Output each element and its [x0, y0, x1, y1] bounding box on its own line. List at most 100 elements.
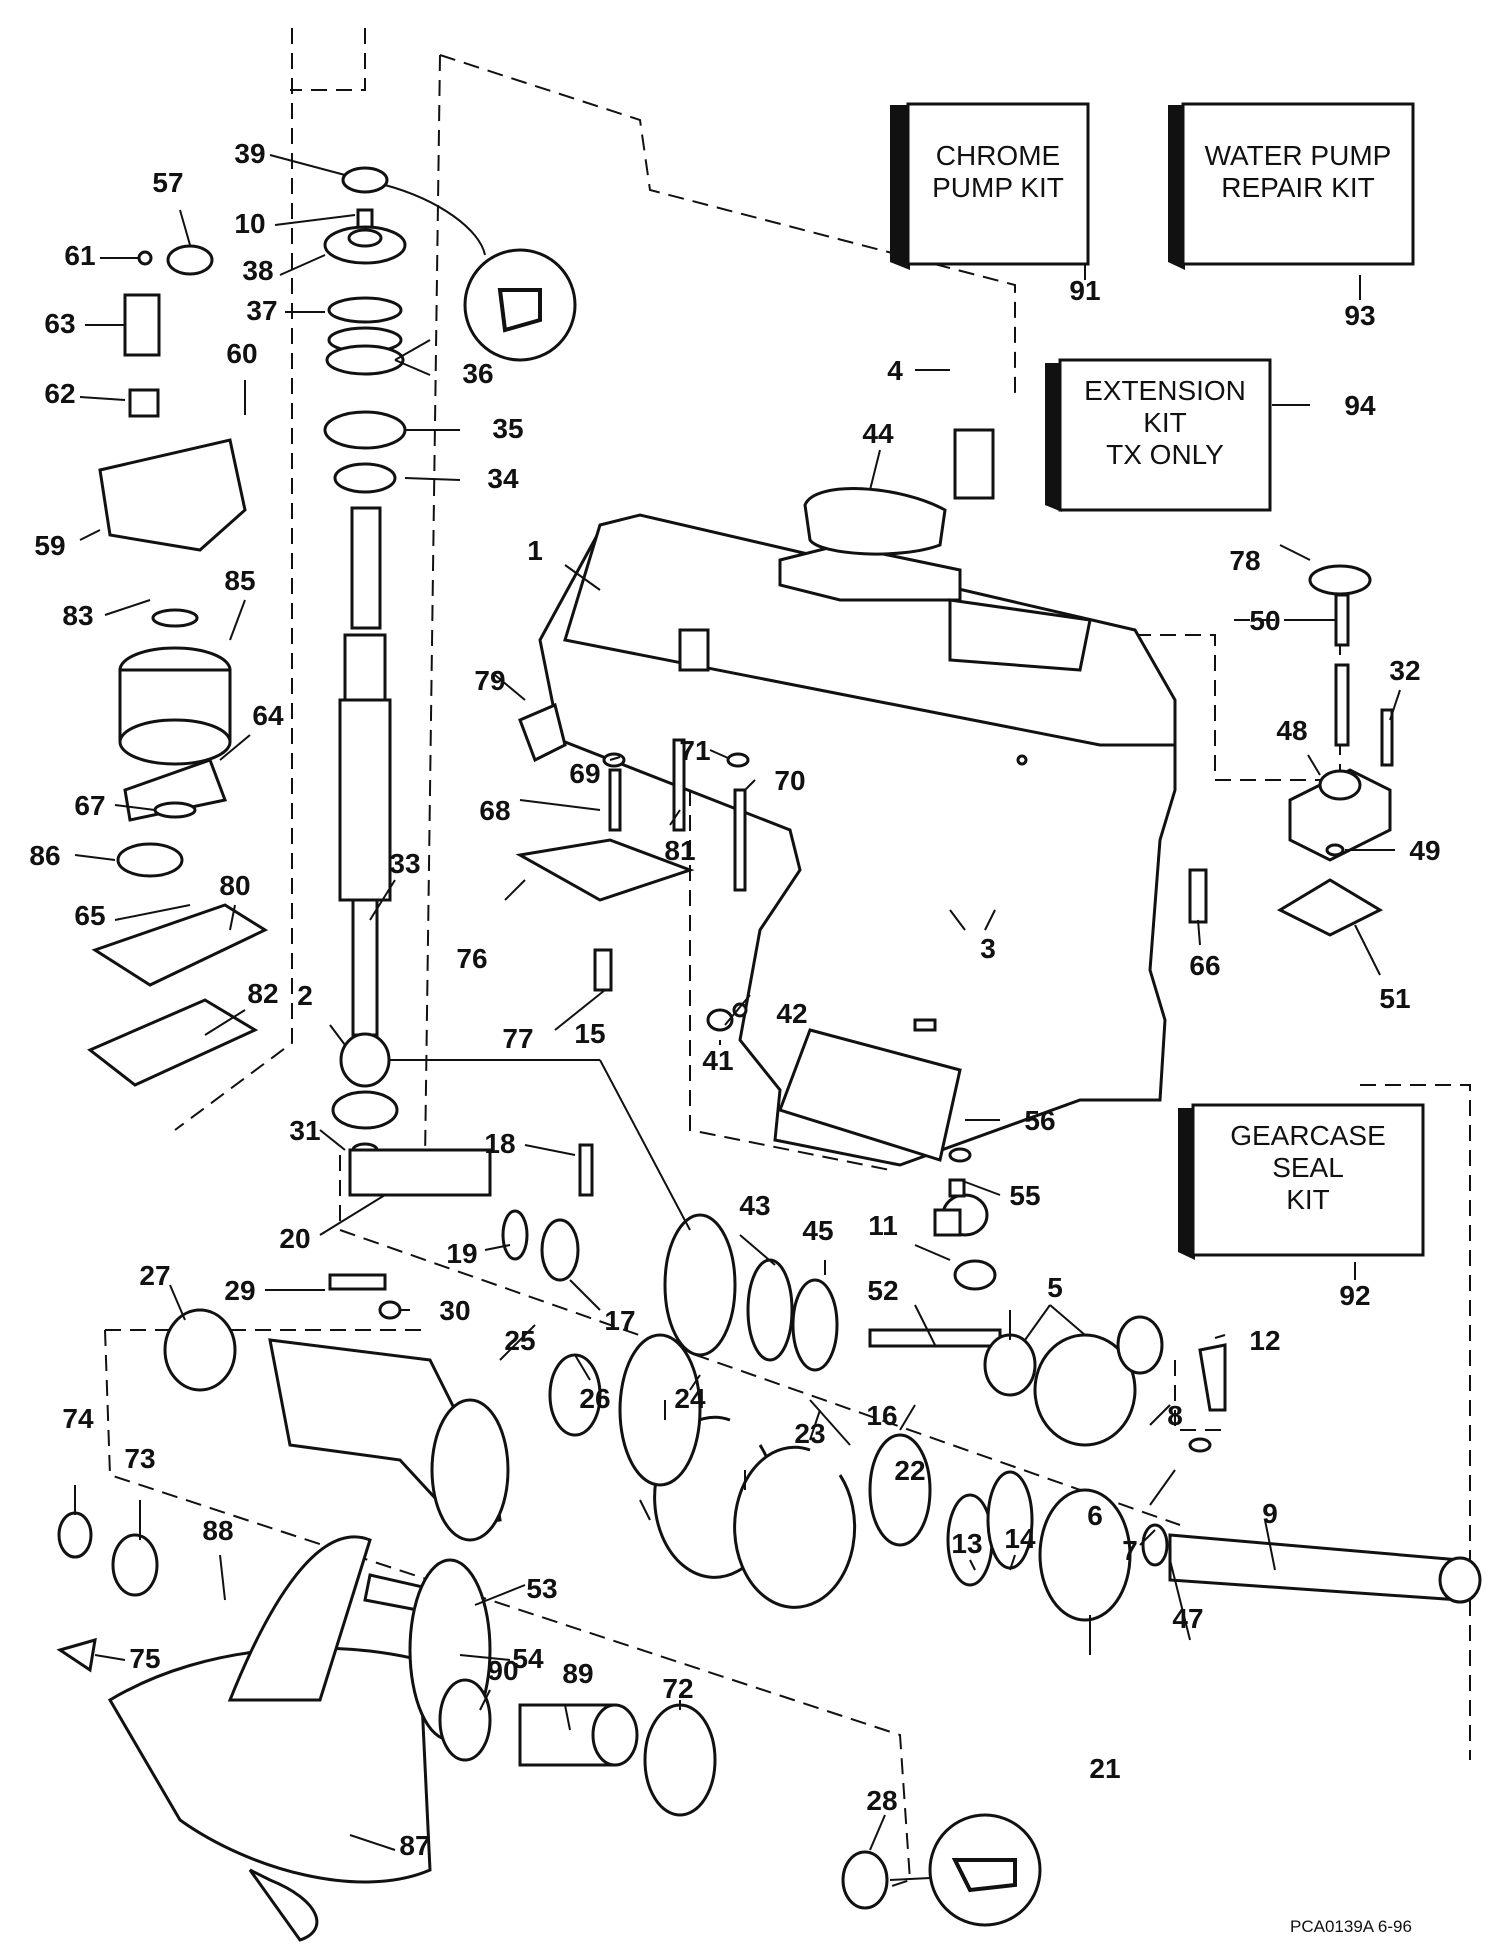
callout-35: 35 — [492, 413, 523, 444]
callout-90: 90 — [487, 1655, 518, 1686]
kit-box-chrome-pump-line-1: CHROME — [936, 140, 1060, 171]
callout-57: 57 — [152, 167, 183, 198]
callout-73: 73 — [124, 1443, 155, 1474]
callout-71: 71 — [679, 735, 710, 766]
kit-box-chrome-pump-line-2: PUMP KIT — [932, 172, 1064, 203]
callout-47: 47 — [1172, 1603, 1203, 1634]
callout-69: 69 — [569, 758, 600, 789]
callout-64: 64 — [252, 700, 284, 731]
kit-box-extension-line-1: EXTENSION — [1084, 375, 1246, 406]
callout-48: 48 — [1276, 715, 1307, 746]
callout-76: 76 — [456, 943, 487, 974]
callout-63: 63 — [44, 308, 75, 339]
callout-86: 86 — [29, 840, 60, 871]
callout-61: 61 — [64, 240, 95, 271]
callout-59: 59 — [34, 530, 65, 561]
callout-44: 44 — [862, 418, 894, 449]
callout-42: 42 — [776, 998, 807, 1029]
callout-10: 10 — [234, 208, 265, 239]
callout-28: 28 — [866, 1785, 897, 1816]
detail-circle-tool — [889, 1813, 1042, 1927]
detail-circle-seal-tool — [384, 184, 577, 362]
callout-6: 6 — [1087, 1500, 1103, 1531]
kit-box-gearcase-seal-line-2: SEAL — [1272, 1152, 1344, 1183]
callout-53: 53 — [526, 1573, 557, 1604]
callout-87: 87 — [399, 1830, 430, 1861]
callout-49: 49 — [1409, 835, 1440, 866]
callout-89: 89 — [562, 1658, 593, 1689]
callout-70: 70 — [774, 765, 805, 796]
callout-22: 22 — [894, 1455, 925, 1486]
driveshaft-assembly — [323, 166, 407, 1158]
callout-1: 1 — [527, 535, 543, 566]
callout-78: 78 — [1229, 545, 1260, 576]
callout-8: 8 — [1167, 1400, 1183, 1431]
callout-82: 82 — [247, 978, 278, 1009]
callout-14: 14 — [1004, 1523, 1036, 1554]
leader-lines — [74, 154, 1401, 1851]
callout-62: 62 — [44, 378, 75, 409]
callout-27: 27 — [139, 1260, 170, 1291]
callout-26: 26 — [579, 1383, 610, 1414]
callout-52: 52 — [867, 1275, 898, 1306]
callout-37: 37 — [246, 295, 277, 326]
callout-83: 83 — [62, 600, 93, 631]
callout-19: 19 — [446, 1238, 477, 1269]
callout-29: 29 — [224, 1275, 255, 1306]
callout-80: 80 — [219, 870, 250, 901]
propeller-assembly — [56, 1273, 889, 1942]
callout-91: 91 — [1069, 275, 1100, 306]
kit-box-extension: EXTENSION KIT TX ONLY — [1045, 358, 1272, 512]
callout-72: 72 — [662, 1673, 693, 1704]
callout-2: 2 — [297, 980, 313, 1011]
callout-54: 54 — [512, 1643, 544, 1674]
callout-33: 33 — [389, 848, 420, 879]
callout-51: 51 — [1379, 983, 1410, 1014]
callout-74: 74 — [62, 1403, 94, 1434]
callout-55: 55 — [1009, 1180, 1040, 1211]
callout-65: 65 — [74, 900, 105, 931]
callout-41: 41 — [702, 1045, 733, 1076]
callout-36: 36 — [462, 358, 493, 389]
water-pump-assembly — [87, 244, 269, 1087]
callout-13: 13 — [951, 1528, 982, 1559]
callout-15: 15 — [574, 1018, 605, 1049]
callout-11: 11 — [868, 1210, 898, 1241]
kit-box-water-pump-repair: WATER PUMP REPAIR KIT — [1168, 102, 1415, 270]
callout-34: 34 — [487, 463, 519, 494]
callout-56: 56 — [1024, 1105, 1055, 1136]
callout-25: 25 — [504, 1325, 535, 1356]
callout-12: 12 — [1249, 1325, 1280, 1356]
callout-32: 32 — [1389, 655, 1420, 686]
kit-box-gearcase-seal-line-3: KIT — [1286, 1184, 1330, 1215]
callout-labels: 39 57 10 61 38 37 63 36 60 62 35 34 59 8… — [29, 138, 1440, 1861]
callout-85: 85 — [224, 565, 255, 596]
kit-box-water-pump-repair-line-1: WATER PUMP — [1205, 140, 1392, 171]
callout-79: 79 — [474, 665, 505, 696]
kit-box-extension-line-2: KIT — [1143, 407, 1187, 438]
callout-20: 20 — [279, 1223, 310, 1254]
callout-93: 93 — [1344, 300, 1375, 331]
callout-45: 45 — [802, 1215, 833, 1246]
callout-77: 77 — [502, 1023, 533, 1054]
gear-train — [348, 1143, 1482, 1622]
callout-5: 5 — [1047, 1272, 1063, 1303]
callout-31: 31 — [289, 1115, 320, 1146]
callout-66: 66 — [1189, 950, 1220, 981]
callout-21: 21 — [1089, 1753, 1120, 1784]
callout-24: 24 — [674, 1383, 706, 1414]
kit-box-gearcase-seal: GEARCASE SEAL KIT — [1178, 1103, 1425, 1260]
kit-box-water-pump-repair-line-2: REPAIR KIT — [1221, 172, 1375, 203]
callout-92: 92 — [1339, 1280, 1370, 1311]
callout-30: 30 — [439, 1295, 470, 1326]
callout-75: 75 — [129, 1643, 160, 1674]
callout-68: 68 — [479, 795, 510, 826]
kit-box-extension-line-3: TX ONLY — [1106, 439, 1224, 470]
callout-67: 67 — [74, 790, 105, 821]
gearcase-housing — [538, 513, 1177, 1167]
callout-38: 38 — [242, 255, 273, 286]
callout-94: 94 — [1344, 390, 1376, 421]
callout-23: 23 — [794, 1418, 825, 1449]
callout-17: 17 — [604, 1305, 635, 1336]
footer-code: PCA0139A 6-96 — [1290, 1917, 1412, 1936]
